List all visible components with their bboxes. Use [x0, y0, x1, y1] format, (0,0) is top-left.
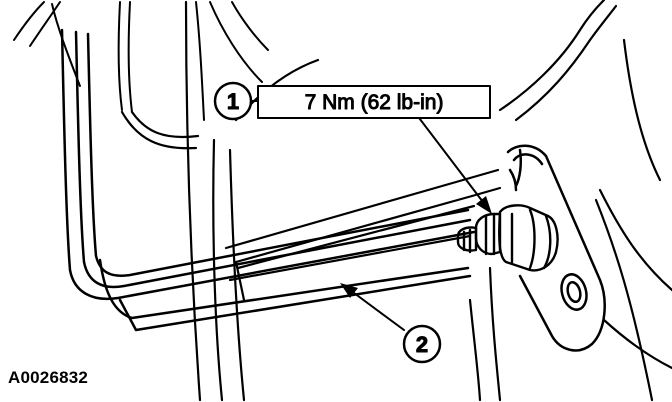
callout-2-number: 2: [416, 332, 428, 357]
callout-1: 1: [213, 81, 253, 121]
frame-bracket: [60, 28, 476, 332]
callout-2: 2: [402, 324, 442, 364]
body-panel-lines: [13, 1, 269, 121]
bolt-assembly: [456, 204, 559, 272]
mounting-plate: [506, 144, 606, 352]
figure-id-label: A0026832: [8, 368, 89, 387]
callout-1-number: 1: [227, 89, 239, 114]
callout-1-leader: [409, 105, 487, 207]
torque-spec-box: 7 Nm (62 lb-in): [257, 85, 491, 119]
torque-spec-frame: [257, 85, 491, 119]
callout-2-arrowhead: [340, 283, 358, 298]
callout-1-arrowhead: [476, 196, 492, 214]
callout-2-circle: [402, 324, 442, 364]
torque-spec-text: 7 Nm (62 lb-in): [305, 91, 444, 114]
callout-1-circle: [213, 81, 253, 121]
rod-shaft: [224, 168, 502, 302]
right-body-lines: [468, 0, 672, 402]
hose-lines: [120, 0, 320, 402]
callout-2-leader: [349, 289, 405, 331]
